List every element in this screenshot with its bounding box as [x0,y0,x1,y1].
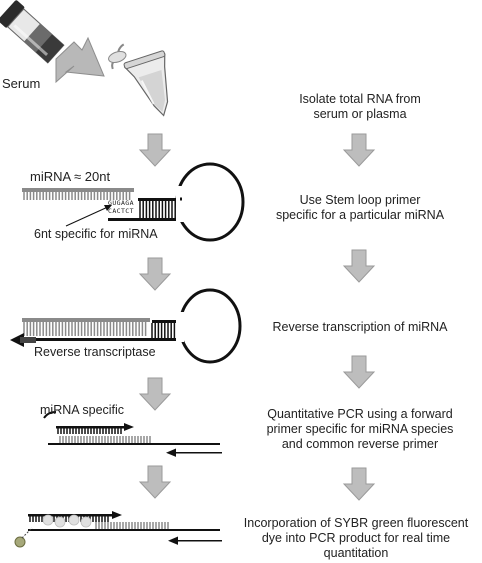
serum-label: Serum [2,76,41,91]
sybr-dye-icon [42,514,92,528]
mirna-specific-label: miRNA specific [40,403,125,417]
step-3-text: Reverse transcription of miRNA [272,320,448,334]
down-arrow-icon [138,465,172,499]
sequence-bottom: CACTCT [108,207,134,215]
reverse-transcriptase-label: Reverse transcriptase [34,345,156,359]
serum-tube-icon [0,0,65,64]
transfer-arrow-icon [55,36,105,84]
flow-arrows-right [342,133,376,501]
down-arrow-icon [138,257,172,291]
fluorescent-bead-icon [14,536,26,548]
specific-6nt-label: 6nt specific for miRNA [34,227,158,241]
pointer-arrow-icon [65,205,111,227]
step-1-text: Isolate total RNA from serum or plasma [299,92,421,121]
mirna-length-label: miRNA ≈ 20nt [30,169,111,184]
eppendorf-tube-icon [108,43,169,117]
down-arrow-icon [138,377,172,411]
down-arrow-icon [138,133,172,167]
step-5-text: Incorporation of SYBR green fluorescent … [243,516,469,560]
down-arrow-icon [342,133,376,167]
down-arrow-icon [342,249,376,283]
flow-arrows-left [138,133,172,499]
sequence-top: GUGAGA [108,199,134,207]
step-4-text: Quantitative PCR using a forward primer … [266,407,454,451]
stem-loop-primer-graphic [22,162,245,242]
down-arrow-icon [342,355,376,389]
step-2-text: Use Stem loop primer specific for a part… [275,193,445,222]
qpcr-graphic [43,411,222,457]
reverse-transcription-graphic [10,288,242,364]
forward-primer-arrow-icon [124,423,134,431]
reverse-primer-arrow-icon [166,448,176,457]
rt-arrowhead-icon [10,333,24,347]
sybr-incorporation-graphic [14,511,222,548]
down-arrow-icon [342,467,376,501]
